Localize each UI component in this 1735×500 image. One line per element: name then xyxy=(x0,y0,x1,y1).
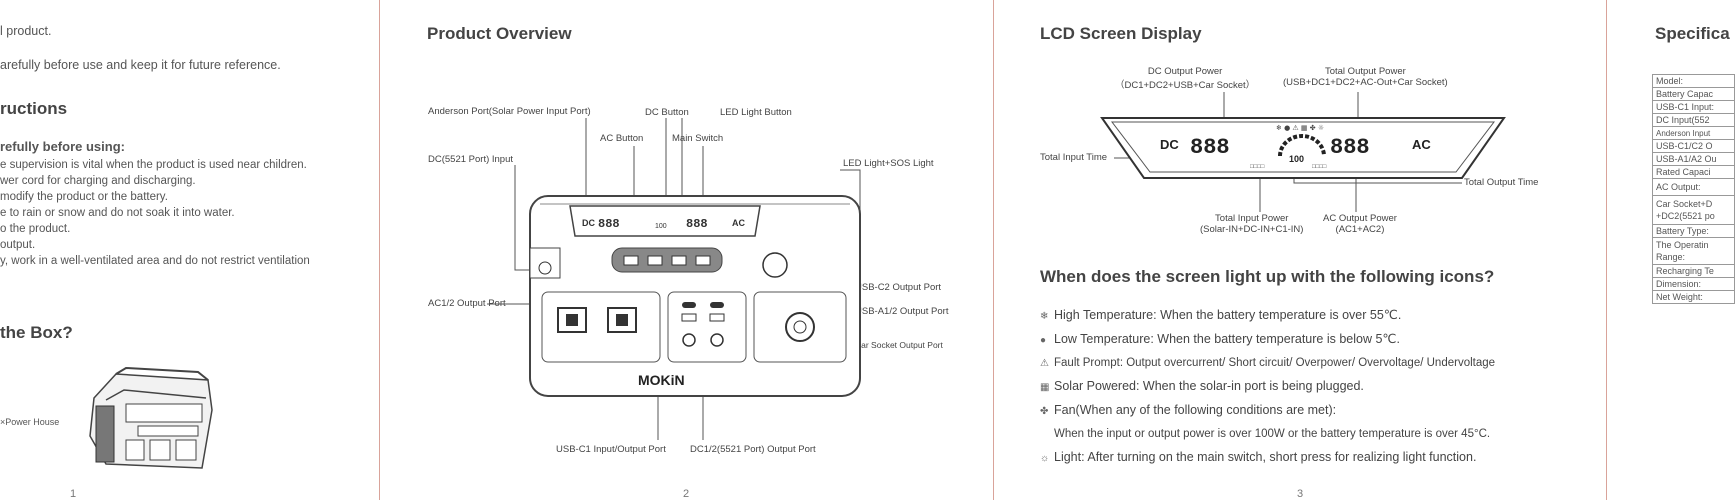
label-ac-output: AC Output Power (AC1+AC2) xyxy=(1323,213,1397,235)
warning-icon: ⚠ xyxy=(1040,358,1049,369)
product-front-diagram: DC 888 100 888 AC MOKiN xyxy=(487,118,861,440)
list-item: y, work in a well-ventilated area and do… xyxy=(0,255,310,267)
svg-text:DC: DC xyxy=(582,218,595,228)
light-icon: ☼ xyxy=(1040,453,1050,464)
label-main-switch: Main Switch xyxy=(672,133,724,144)
page-number: 3 xyxy=(1297,488,1304,500)
svg-text:AC: AC xyxy=(732,218,745,228)
page-title: Product Overview xyxy=(427,24,572,43)
power-station-image xyxy=(89,366,213,469)
page-title: LCD Screen Display xyxy=(1040,24,1202,43)
list-item: ●Low Temperature: When the battery tempe… xyxy=(1040,328,1495,352)
table-row: Anderson Input xyxy=(1652,126,1735,140)
label-car-socket: Car Socket Output Port xyxy=(855,340,943,350)
list-item: ❄High Temperature: When the battery temp… xyxy=(1040,304,1495,328)
page-divider xyxy=(993,0,994,500)
svg-text:888: 888 xyxy=(1190,135,1230,160)
label-usb-c1: USB-C1 Input/Output Port xyxy=(556,444,666,455)
table-row: Recharging Te xyxy=(1652,264,1735,278)
list-item: e to rain or snow and do not soak it int… xyxy=(0,207,235,219)
svg-text:□□□□: □□□□ xyxy=(1250,163,1265,170)
label-usb-c2: USB-C2 Output Port xyxy=(855,282,942,293)
list-item: o the product. xyxy=(0,223,71,235)
icon-list: ❄High Temperature: When the battery temp… xyxy=(1040,304,1495,470)
safety-list: e supervision is vital when the product … xyxy=(0,157,310,269)
label-dc-button: DC Button xyxy=(645,107,689,118)
label-led-light: LED Light+SOS Light xyxy=(843,158,934,169)
label-total-output: Total Output Power (USB+DC1+DC2+AC-Out+C… xyxy=(1283,66,1448,88)
list-item: wer cord for charging and discharging. xyxy=(0,175,196,187)
table-row: Rated Capaci xyxy=(1652,165,1735,179)
svg-text:□□□□: □□□□ xyxy=(1312,163,1327,170)
label-total-input-power: Total Input Power (Solar-IN+DC-IN+C1-IN) xyxy=(1200,213,1304,235)
svg-text:100: 100 xyxy=(655,223,667,230)
label-led-button: LED Light Button xyxy=(720,107,792,118)
intro-text: arefully before use and keep it for futu… xyxy=(0,58,281,72)
box-item-label: ×Power House xyxy=(0,417,60,427)
section-heading: ructions xyxy=(0,99,68,118)
table-row: USB-C1/C2 O xyxy=(1652,139,1735,153)
list-item: ▦Solar Powered: When the solar-in port i… xyxy=(1040,375,1495,399)
label-usb-a12: USB-A1/2 Output Port xyxy=(855,306,949,317)
svg-text:888: 888 xyxy=(598,217,620,231)
svg-text:DC: DC xyxy=(1160,137,1179,152)
table-row: Model: xyxy=(1652,74,1735,88)
fan-icon: ✤ xyxy=(1040,406,1049,417)
label-dc-output: DC Output Power （DC1+DC2+USB+Car Socket） xyxy=(1115,66,1256,91)
table-row: USB-A1/A2 Ou xyxy=(1652,152,1735,166)
subheading: refully before using: xyxy=(0,139,125,154)
icons-heading: When does the screen light up with the f… xyxy=(1040,267,1495,286)
page-number: 2 xyxy=(683,488,690,500)
page-number: 1 xyxy=(70,488,77,500)
list-item: ⚠Fault Prompt: Output overcurrent/ Short… xyxy=(1040,352,1495,375)
label-dc5521-input: DC(5521 Port) Input xyxy=(428,154,514,165)
table-row: Dimension: xyxy=(1652,277,1735,291)
table-row: DC Input(552 xyxy=(1652,113,1735,127)
svg-text:888: 888 xyxy=(1330,135,1370,160)
high-temp-icon: ❄ xyxy=(1040,311,1049,322)
low-temp-icon: ● xyxy=(1040,335,1047,346)
svg-text:AC: AC xyxy=(1412,137,1431,152)
list-item: ☼Light: After turning on the main switch… xyxy=(1040,446,1495,470)
lcd-diagram: DC 888 100 888 AC □□□□ □□□□ ❄ ● ⚠ ▦ ✤ ☼ xyxy=(1100,92,1506,212)
page-title: Specifica xyxy=(1655,24,1730,43)
label-dc12: DC1/2(5521 Port) Output Port xyxy=(690,444,816,455)
list-item: e supervision is vital when the product … xyxy=(0,159,307,171)
solar-icon: ▦ xyxy=(1040,382,1050,393)
svg-text:❄ ● ⚠ ▦ ✤ ☼: ❄ ● ⚠ ▦ ✤ ☼ xyxy=(1276,124,1324,132)
intro-text: l product. xyxy=(0,24,52,38)
table-row: AC Output: xyxy=(1652,178,1735,196)
table-row: Net Weight: xyxy=(1652,290,1735,304)
label-anderson: Anderson Port(Solar Power Input Port) xyxy=(428,106,591,117)
table-row: Car Socket+D+DC2(5521 po xyxy=(1652,195,1735,225)
table-row: Battery Capac xyxy=(1652,87,1735,101)
label-total-input-time: Total Input Time xyxy=(1040,152,1108,163)
svg-text:100: 100 xyxy=(1289,154,1304,164)
page-divider xyxy=(379,0,380,500)
spec-table: Model: Battery Capac USB-C1 Input: DC In… xyxy=(1652,74,1735,304)
list-item: ✤Fan(When any of the following condition… xyxy=(1040,399,1495,423)
list-item: modify the product or the battery. xyxy=(0,191,168,203)
label-total-output-time: Total Output Time xyxy=(1464,177,1539,188)
page-divider xyxy=(1606,0,1607,500)
list-item: When the input or output power is over 1… xyxy=(1054,428,1491,440)
label-ac-button: AC Button xyxy=(600,133,644,144)
brand-logo: MOKiN xyxy=(638,372,685,388)
label-ac12: AC1/2 Output Port xyxy=(428,298,506,309)
table-row: USB-C1 Input: xyxy=(1652,100,1735,114)
list-item: output. xyxy=(0,239,36,251)
table-row: Battery Type: xyxy=(1652,224,1735,238)
svg-text:888: 888 xyxy=(686,217,708,231)
section-heading: the Box? xyxy=(0,323,73,342)
